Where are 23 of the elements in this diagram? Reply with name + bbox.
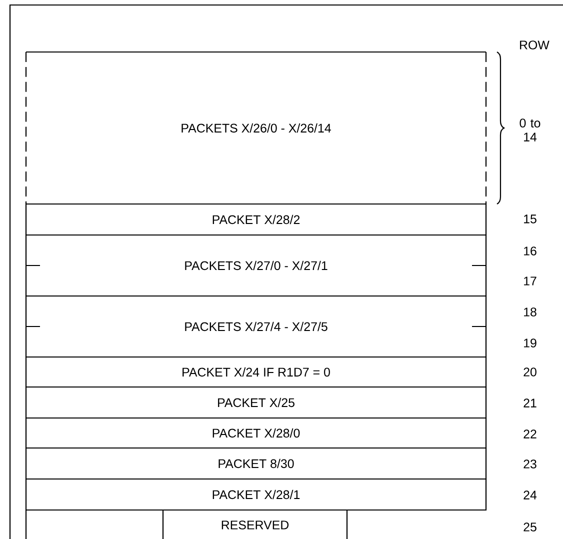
packet-row: PACKET 8/30 xyxy=(25,447,487,480)
packet-row: PACKET X/24 IF R1D7 = 0 xyxy=(25,356,487,388)
row-number: 16 xyxy=(524,246,536,256)
row-number: 0 to 14 xyxy=(520,118,540,142)
row-number: 21 xyxy=(524,398,536,408)
packet-row: PACKET X/28/0 xyxy=(25,417,487,449)
packet-row: PACKETS X/27/0 - X/27/1 xyxy=(25,234,487,297)
packet-row: PACKETS X/26/0 - X/26/14 xyxy=(25,51,487,205)
row-number: 25 xyxy=(524,522,536,532)
packet-row: PACKET X/28/2 xyxy=(25,203,487,236)
row-number: 24 xyxy=(524,490,537,500)
row-number: 19 xyxy=(524,338,536,348)
packet-row: PACKET X/28/1 xyxy=(25,478,487,511)
packet-row: PACKETS X/27/4 - X/27/5 xyxy=(25,295,487,358)
row-number: 23 xyxy=(524,460,536,468)
row-number: 20 xyxy=(524,368,536,376)
packet-row: RESERVED xyxy=(162,509,348,539)
row-number: 18 xyxy=(524,308,536,316)
row-number: ROW xyxy=(520,40,550,50)
row-number: 15 xyxy=(524,214,536,224)
row-number: 22 xyxy=(524,430,536,438)
packet-row: PACKET X/25 xyxy=(25,386,487,419)
row-number: 17 xyxy=(524,276,536,286)
